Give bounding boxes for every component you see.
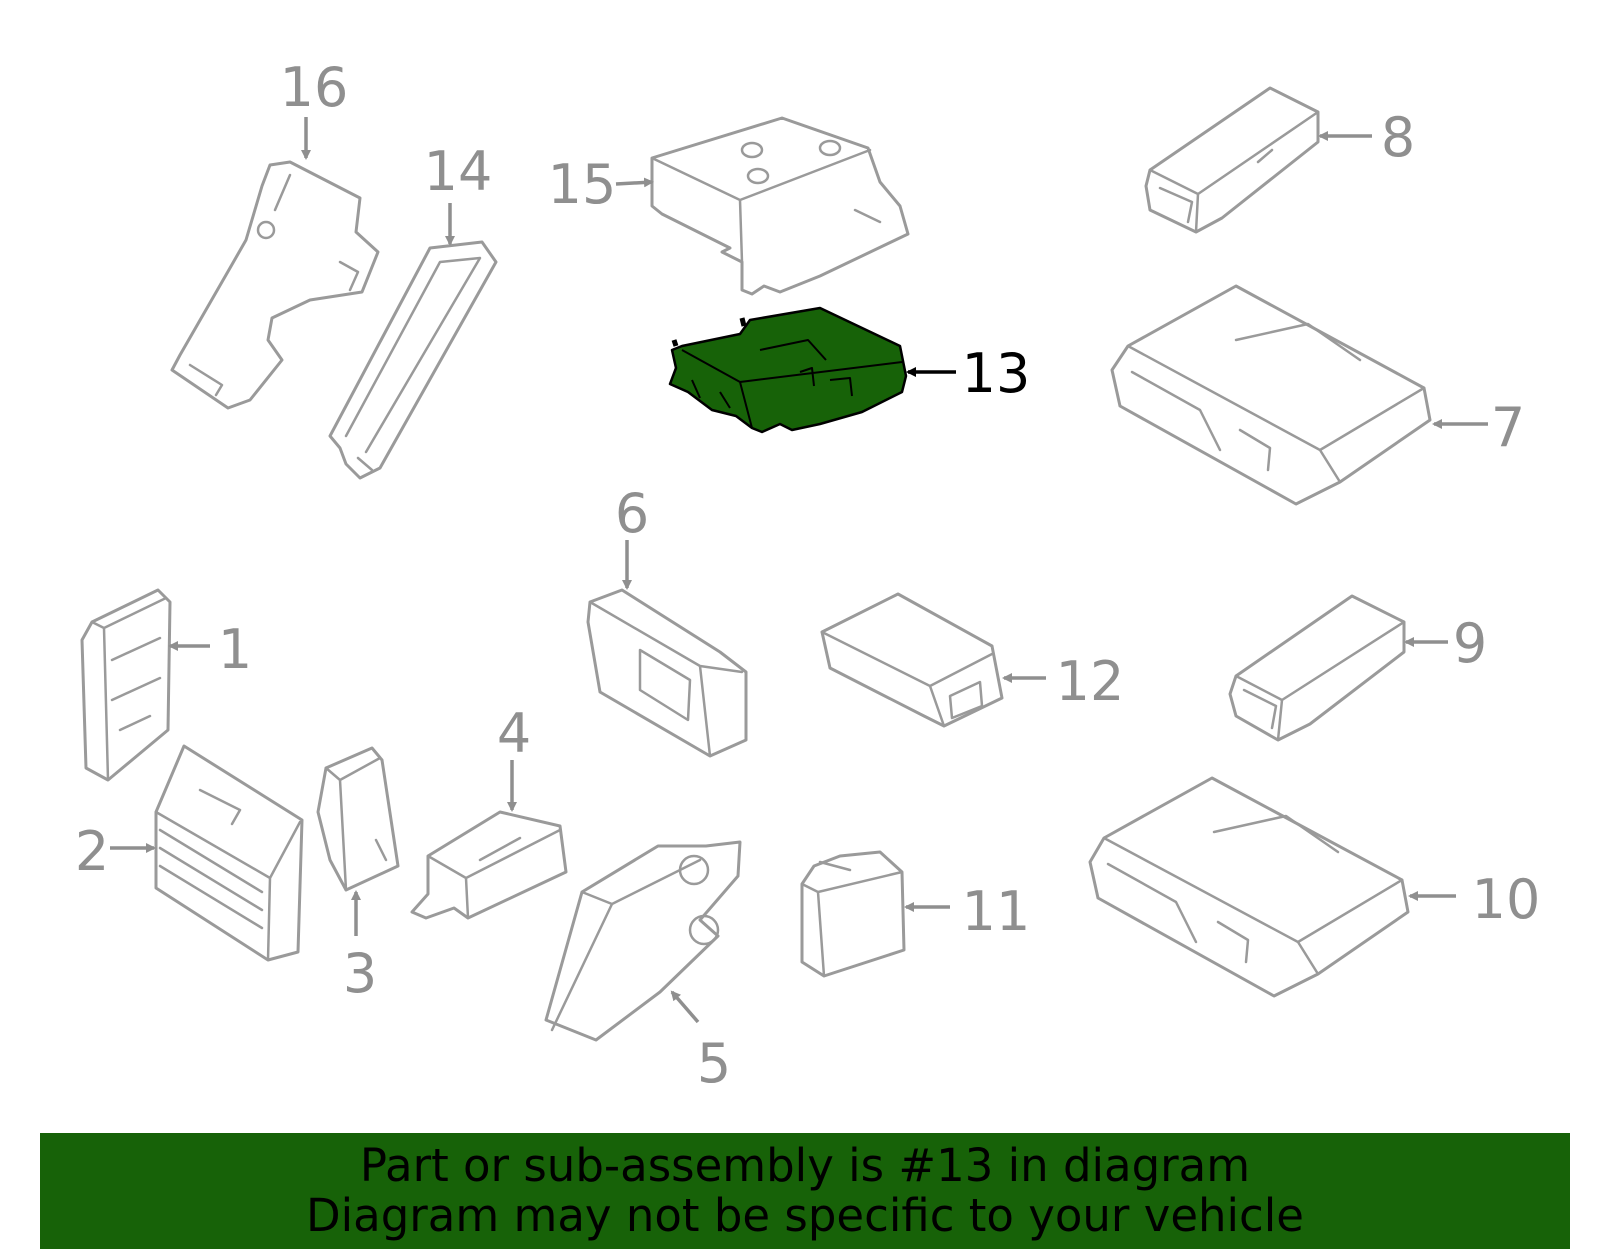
part-11-module[interactable] [800,850,906,978]
part-14-slim-module[interactable] [328,240,498,480]
part-1-module[interactable] [80,588,172,782]
callout-1: 1 [218,618,252,681]
callout-5: 5 [697,1032,731,1095]
part-16-bracket[interactable] [170,160,380,410]
part-13-module-highlighted[interactable] [668,306,908,434]
part-9-module[interactable] [1228,594,1406,742]
part-2-ecu[interactable] [154,744,304,962]
callout-8: 8 [1381,106,1415,169]
leader-lines [110,117,1488,1024]
part-15-cover[interactable] [650,116,910,296]
callout-16: 16 [280,56,349,119]
callout-7: 7 [1491,396,1525,459]
callout-9: 9 [1453,612,1487,675]
banner-line-1: Part or sub-assembly is #13 in diagram [359,1139,1251,1192]
info-banner: Part or sub-assembly is #13 in diagram D… [40,1133,1570,1249]
callout-15: 15 [548,153,617,216]
part-12-module[interactable] [820,592,1004,728]
part-5-module[interactable] [544,840,742,1042]
callout-14: 14 [424,140,493,203]
callout-3: 3 [343,942,377,1005]
part-8-module[interactable] [1144,86,1320,234]
callout-13[interactable]: 13 [962,342,1031,405]
part-6-module[interactable] [586,588,748,758]
callout-6: 6 [615,482,649,545]
callout-12: 12 [1056,650,1125,713]
callout-4: 4 [497,702,531,765]
callout-2: 2 [75,820,109,883]
part-3-module[interactable] [316,746,400,892]
part-4-module[interactable] [410,810,568,920]
part-10-large-module[interactable] [1088,776,1410,998]
callout-10: 10 [1472,868,1541,931]
part-7-large-module[interactable] [1110,284,1432,506]
banner-line-2: Diagram may not be specific to your vehi… [306,1189,1304,1242]
callout-11: 11 [962,880,1031,943]
